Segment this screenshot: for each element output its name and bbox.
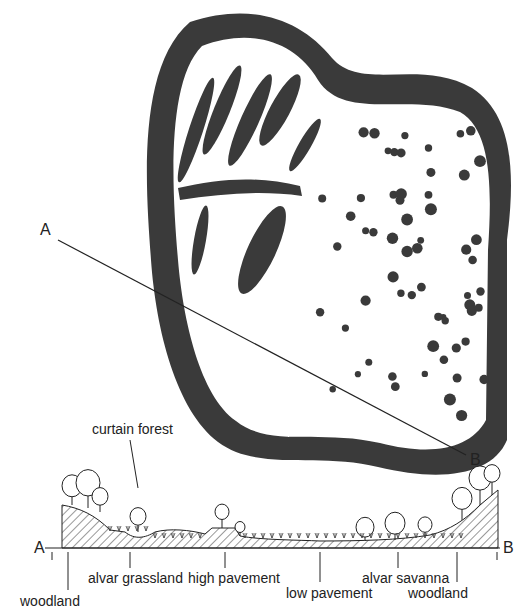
section-end-label: A	[40, 222, 51, 238]
zone-label: curtain forest	[92, 422, 173, 436]
forest-strips	[172, 62, 325, 299]
zone-label: woodland	[408, 586, 468, 600]
section-line	[58, 240, 466, 455]
zone-label: high pavement	[188, 571, 280, 585]
open-alvar	[173, 38, 489, 450]
zone-label: alvar grassland	[88, 571, 183, 585]
zone-label: woodland	[20, 594, 80, 608]
section-end-label: B	[470, 452, 481, 468]
woodland-ring	[147, 13, 511, 474]
tree-clumps	[316, 126, 489, 421]
section-end-label: A	[34, 540, 45, 556]
cross-section	[45, 440, 500, 590]
section-end-label: B	[503, 540, 514, 556]
zone-label: alvar savanna	[362, 571, 449, 585]
zone-label: low pavement	[286, 586, 372, 600]
